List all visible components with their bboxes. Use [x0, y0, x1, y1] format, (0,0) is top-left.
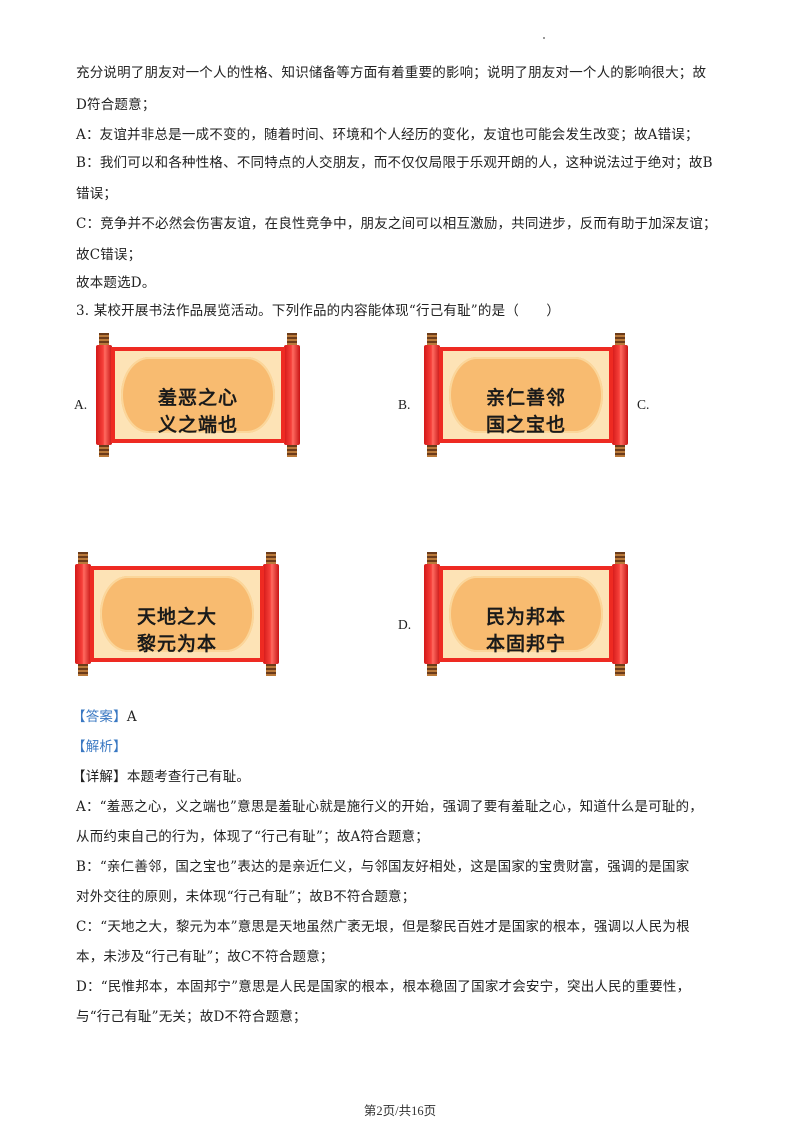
prev-explanation-line: 故本题选D。	[76, 275, 156, 291]
scroll-text: 天地之大 黎元为本	[136, 606, 217, 655]
prev-explanation-line: C：竞争并不必然会伤害友谊，在良性竞争中，朋友之间可以相互激励，共同进步，反而有…	[76, 216, 717, 232]
prev-explanation-line: 故C错误；	[76, 247, 142, 263]
detail-line: C：“天地之大，黎元为本”意思是天地虽然广袤无垠，但是黎民百姓才是国家的根本，强…	[76, 919, 690, 935]
detail-line: B：“亲仁善邻，国之宝也”表达的是亲近仁义，与邻国友好相处，这是国家的宝贵财富，…	[76, 859, 690, 875]
detail-line: 对外交往的原则，未体现“行己有耻”；故B不符合题意；	[76, 889, 416, 905]
prev-explanation-line: 错误；	[76, 186, 118, 202]
detail-intro-line: 【详解】本题考查行己有耻。	[72, 768, 250, 786]
option-a-scroll-image: 羞恶之心 义之端也	[95, 333, 301, 457]
detail-line: 本，未涉及“行己有耻”；故C不符合题意；	[76, 949, 334, 965]
option-d-scroll-image: 民为邦本 本固邦宁	[423, 552, 629, 676]
option-b-scroll-image: 亲仁善邻 国之宝也	[423, 333, 629, 457]
prev-explanation-line: A：友谊并非总是一成不变的，随着时间、环境和个人经历的变化，友谊也可能会发生改变…	[76, 127, 699, 143]
option-b-label: B.	[398, 397, 411, 412]
stray-dot	[543, 37, 545, 39]
detail-line: D：“民惟邦本，本固邦宁”意思是人民是国家的根本，根本稳固了国家才会安宁，突出人…	[76, 979, 691, 995]
page-footer: 第2页/共16页	[363, 1104, 437, 1118]
prev-explanation-line: D符合题意；	[76, 97, 156, 113]
answer-value: A	[126, 709, 137, 725]
option-c-scroll-image: 天地之大 黎元为本	[74, 552, 280, 676]
detail-line: 从而约束自己的行为，体现了“行己有耻”；故A符合题意；	[76, 829, 429, 845]
detail-intro: 本题考查行己有耻。	[126, 769, 251, 785]
answer-line: 【答案】A	[72, 708, 137, 726]
scroll-text: 亲仁善邻 国之宝也	[485, 387, 566, 436]
question-stem: 3. 某校开展书法作品展览活动。下列作品的内容能体现“行己有耻”的是（ ）	[76, 302, 560, 320]
analysis-tag: 【解析】	[72, 739, 127, 755]
answer-tag: 【答案】	[72, 709, 127, 725]
option-a-label: A.	[74, 397, 88, 412]
option-c-label: C.	[637, 397, 650, 412]
option-d-label: D.	[398, 617, 412, 632]
scroll-text: 羞恶之心 义之端也	[157, 387, 238, 436]
question-number: 3.	[76, 303, 90, 319]
prev-explanation-line: 充分说明了朋友对一个人的性格、知识储备等方面有着重要的影响；说明了朋友对一个人的…	[76, 65, 707, 81]
scroll-text: 民为邦本 本固邦宁	[485, 606, 566, 655]
detail-tag: 【详解】	[72, 769, 127, 785]
detail-line: A：“羞恶之心，义之端也”意思是羞耻心就是施行义的开始，强调了要有羞耻之心，知道…	[76, 799, 703, 815]
question-text: 某校开展书法作品展览活动。下列作品的内容能体现“行己有耻”的是（ ）	[93, 303, 561, 319]
detail-line: 与“行己有耻”无关；故D不符合题意；	[76, 1009, 307, 1025]
analysis-line: 【解析】	[72, 738, 127, 756]
prev-explanation-line: B：我们可以和各种性格、不同特点的人交朋友，而不仅仅局限于乐观开朗的人，这种说法…	[76, 155, 713, 171]
